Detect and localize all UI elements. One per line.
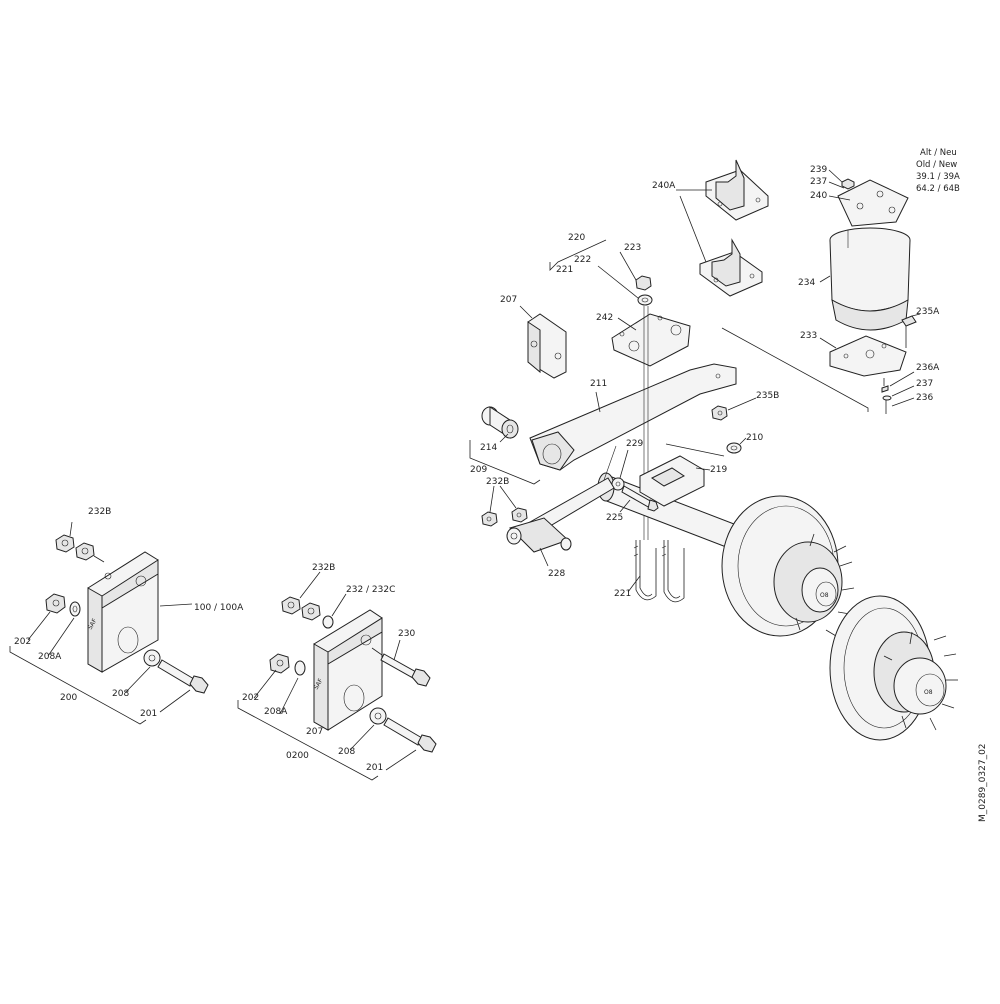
axle-seat-219 — [639, 455, 711, 507]
label-100-100A: 100 / 100A — [194, 603, 244, 613]
nut-232B-middle — [281, 596, 334, 629]
bracket-232: SAF — [313, 609, 383, 731]
label-208: 208 — [112, 689, 129, 699]
label-240A: 240A — [652, 181, 676, 191]
label-237-top: 237 — [810, 177, 827, 187]
u-bolt-221 — [627, 540, 685, 603]
label-201-middle: 201 — [366, 763, 383, 773]
version-note: Alt / Neu Old / New 39.1 / 39A 64.2 / 64… — [916, 148, 960, 194]
label-0200: 0200 — [286, 751, 309, 761]
washer-210 — [726, 437, 747, 454]
bolt-201-left — [143, 649, 209, 694]
label-230: 230 — [398, 629, 415, 639]
shock-absorber-228 — [506, 477, 615, 567]
label-240: 240 — [810, 191, 827, 201]
bushing-214 — [481, 406, 519, 443]
nut-232B-left — [55, 534, 105, 563]
label-225: 225 — [606, 513, 623, 523]
label-235A: 235A — [916, 307, 940, 317]
label-235B: 235B — [756, 391, 779, 401]
label-228: 228 — [548, 569, 565, 579]
label-223: 223 — [624, 243, 641, 253]
label-214: 214 — [480, 443, 497, 453]
label-209: 209 — [470, 465, 487, 475]
label-222: 222 — [574, 255, 591, 265]
label-208A: 208A — [38, 652, 62, 662]
bracket-assembly-200: SAF — [9, 521, 209, 725]
bracket-assembly-0200: SAF — [237, 571, 437, 781]
bolt-201-middle — [369, 707, 437, 753]
label-237-bottom: 237 — [916, 379, 933, 389]
note-line-4: 64.2 / 64B — [916, 184, 960, 194]
plate-242 — [611, 313, 691, 367]
bracket-100: SAF — [87, 551, 159, 673]
svg-text:O8: O8 — [924, 689, 933, 696]
nut-232B-shock — [481, 485, 528, 527]
note-line-2: Old / New — [916, 160, 957, 170]
label-200: 200 — [60, 693, 77, 703]
label-236A: 236A — [916, 363, 940, 373]
drawing-id: M_0289_0327_02 — [978, 743, 988, 822]
label-232-232C: 232 / 232C — [346, 585, 395, 595]
label-208-middle: 208 — [338, 747, 355, 757]
svg-text:O8: O8 — [820, 592, 829, 599]
note-line-1: Alt / Neu — [920, 148, 957, 158]
nut-223-washer-222 — [549, 239, 653, 306]
nut-202-middle — [269, 653, 306, 676]
bolt-230 — [371, 647, 431, 687]
label-221: 221 — [614, 589, 631, 599]
label-202-middle: 202 — [242, 693, 259, 703]
brake-disc: O8 — [829, 595, 958, 741]
note-line-3: 39.1 / 39A — [916, 172, 960, 182]
label-233: 233 — [800, 331, 817, 341]
label-236: 236 — [916, 393, 933, 403]
label-202: 202 — [14, 637, 31, 647]
label-232B-shock: 232B — [486, 477, 509, 487]
bolt-229-225 — [611, 449, 659, 513]
label-239: 239 — [810, 165, 827, 175]
label-232B: 232B — [88, 507, 111, 517]
hanger-207 — [519, 305, 567, 379]
label-234: 234 — [798, 278, 815, 288]
label-210: 210 — [746, 433, 763, 443]
label-208A-middle: 208A — [264, 707, 288, 717]
trailing-arm-211 — [529, 363, 737, 471]
air-spring-234 — [819, 178, 911, 331]
label-201: 201 — [140, 709, 157, 719]
bracket-240A — [676, 159, 769, 297]
label-220: 220 — [568, 233, 585, 243]
label-207: 207 — [500, 295, 517, 305]
brake-drum: O8 — [721, 495, 855, 637]
label-242: 242 — [596, 313, 613, 323]
label-207-middle: 207 — [306, 727, 323, 737]
label-219: 219 — [710, 465, 727, 475]
label-229: 229 — [626, 439, 643, 449]
nut-202-left — [45, 593, 81, 617]
label-221-top: 221 — [556, 265, 573, 275]
label-211: 211 — [590, 379, 607, 389]
label-232B-middle: 232B — [312, 563, 335, 573]
plate-233 — [819, 313, 921, 414]
nut-235B — [711, 397, 757, 421]
